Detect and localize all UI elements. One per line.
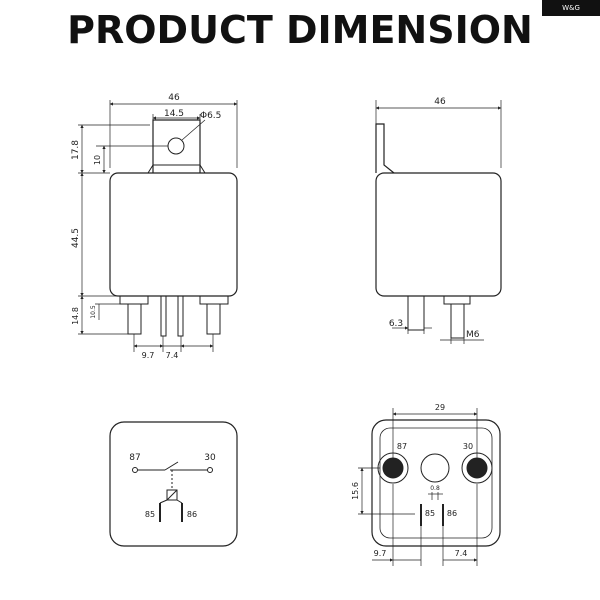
schematic-pin-30: 30 [204, 453, 216, 463]
side-terminal-width-label: 6.3 [389, 319, 403, 329]
front-tab-width-label: 14.5 [164, 109, 184, 119]
page-title: PRODUCT DIMENSION [67, 8, 533, 52]
side-mounting-tab [375, 123, 395, 174]
bottom-inner-frame [379, 427, 493, 539]
bottom-spacing-label: 29 [435, 403, 445, 412]
schematic-pin-85: 85 [145, 510, 155, 519]
schematic-frame [109, 421, 238, 547]
pin-right [206, 303, 221, 335]
side-stud [450, 303, 465, 339]
side-relay-body [375, 172, 502, 297]
front-width-label: 46 [168, 93, 180, 103]
mounting-tab [152, 119, 201, 173]
bottom-pin-86: 86 [447, 509, 457, 518]
schematic-pin-86: 86 [187, 510, 197, 519]
front-view [78, 100, 238, 352]
side-width-label: 46 [434, 97, 446, 107]
wiring-schematic [109, 421, 238, 547]
bottom-outer-frame [371, 419, 501, 547]
bottom-right-offset-label: 7.4 [455, 549, 468, 558]
bottom-view [358, 408, 501, 566]
relay-body [109, 172, 238, 297]
front-hole-label: Φ6.5 [200, 111, 221, 121]
bottom-left-offset-label: 9.7 [374, 549, 387, 558]
front-hole-offset-label: 10 [93, 155, 102, 165]
schematic-pin-87: 87 [129, 453, 140, 463]
side-view [375, 100, 502, 344]
bottom-pin-85: 85 [425, 509, 435, 518]
side-stud-base [443, 295, 471, 305]
pin-mid-2 [177, 295, 184, 337]
terminal-30 [466, 457, 488, 479]
front-pin-spacing-right-label: 7.4 [166, 351, 179, 360]
pin-left [127, 303, 142, 335]
brand-logo: W&G [542, 0, 600, 16]
pin-right-base [199, 295, 229, 305]
front-pin-spacing-left-label: 9.7 [142, 351, 155, 360]
front-tab-height-label: 17.8 [71, 140, 81, 160]
front-body-height-label: 44.5 [71, 228, 81, 248]
front-pin-short-label: 10.5 [90, 305, 97, 319]
pin-left-base [119, 295, 149, 305]
side-thread-label: M6 [466, 330, 480, 340]
bottom-pin-30: 30 [463, 442, 473, 451]
front-pin-length-label: 14.8 [71, 307, 80, 325]
switch-contact [164, 461, 179, 471]
center-hole [420, 453, 450, 483]
bottom-height-label: 15.6 [351, 482, 360, 500]
pin-mid-1 [160, 295, 167, 337]
coil [166, 489, 178, 501]
terminal-87 [382, 457, 404, 479]
bottom-pin-87: 87 [397, 442, 407, 451]
mounting-hole [167, 137, 185, 155]
bottom-small-spacing-label: 0.8 [430, 485, 440, 492]
side-terminal [407, 295, 425, 331]
